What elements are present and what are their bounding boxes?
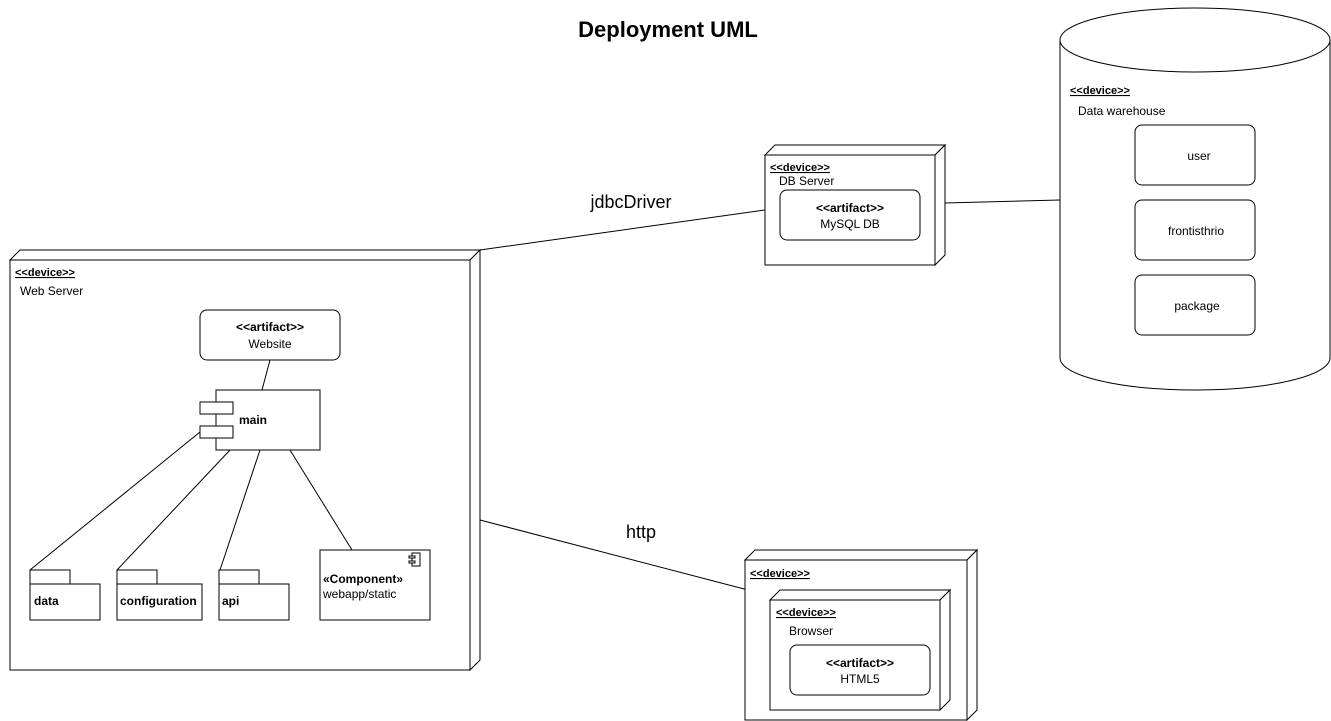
mysql-artifact[interactable]: <<artifact>> MySQL DB	[779, 189, 921, 241]
db-server-name: DB Server	[779, 174, 834, 188]
html5-stereotype: <<artifact>>	[826, 656, 894, 670]
main-component[interactable]: main	[199, 389, 321, 451]
web-server-name: Web Server	[20, 284, 83, 298]
warehouse-item-label: package	[1174, 299, 1220, 313]
website-artifact[interactable]: <<artifact>> Website	[199, 309, 341, 361]
webapp-static-component[interactable]: «Component» webapp/static	[319, 549, 431, 621]
data-warehouse-node[interactable]: <<device>> Data warehouse user frontisth…	[1059, 7, 1331, 391]
data-warehouse-name: Data warehouse	[1078, 104, 1166, 118]
client-device-node[interactable]: <<device>> <<device>> Browser <<artifact…	[743, 548, 979, 721]
main-component-label: main	[239, 413, 267, 427]
db-server-node[interactable]: <<device>> DB Server <<artifact>> MySQL …	[763, 143, 947, 267]
package-configuration-label: configuration	[120, 594, 197, 608]
browser-name: Browser	[789, 624, 833, 638]
web-server-node[interactable]: <<device>> Web Server <<artifact>> Websi…	[8, 248, 482, 672]
website-name: Website	[248, 337, 291, 351]
diagram-title: Deployment UML	[578, 17, 758, 42]
warehouse-item-label: frontisthrio	[1168, 224, 1224, 238]
package-configuration[interactable]: configuration	[116, 569, 203, 621]
main-configuration-connector	[116, 449, 231, 571]
client-device-stereotype: <<device>>	[750, 568, 810, 580]
package-api[interactable]: api	[218, 569, 290, 621]
main-webapp-connector	[289, 449, 353, 551]
data-warehouse-stereotype: <<device>>	[1070, 85, 1130, 97]
mysql-stereotype: <<artifact>>	[816, 201, 884, 215]
warehouse-item-user[interactable]: user	[1134, 124, 1256, 186]
package-data-label: data	[34, 594, 59, 608]
component-port-icon	[199, 425, 234, 439]
warehouse-item-label: user	[1187, 149, 1210, 163]
browser-node[interactable]: <<device>> Browser <<artifact>> HTML5	[768, 588, 952, 712]
http-connector	[479, 519, 749, 591]
component-port-icon	[199, 401, 234, 415]
html5-artifact[interactable]: <<artifact>> HTML5	[789, 644, 931, 696]
package-api-label: api	[222, 594, 239, 608]
web-server-stereotype: <<device>>	[15, 267, 75, 279]
jdbc-connector	[479, 209, 766, 251]
website-main-connector	[261, 359, 271, 391]
warehouse-item-frontisthrio[interactable]: frontisthrio	[1134, 199, 1256, 261]
package-data[interactable]: data	[29, 569, 101, 621]
mysql-name: MySQL DB	[820, 217, 880, 231]
db-warehouse-connector	[944, 199, 1061, 204]
webapp-name: webapp/static	[322, 587, 396, 601]
main-api-connector	[219, 449, 261, 571]
db-server-stereotype: <<device>>	[770, 162, 830, 174]
webapp-stereotype: «Component»	[323, 572, 403, 586]
website-stereotype: <<artifact>>	[236, 320, 304, 334]
browser-stereotype: <<device>>	[776, 607, 836, 619]
main-data-connector	[29, 431, 201, 571]
http-label: http	[626, 522, 656, 542]
warehouse-item-package[interactable]: package	[1134, 274, 1256, 336]
html5-name: HTML5	[840, 672, 880, 686]
jdbc-label: jdbcDriver	[589, 192, 671, 212]
component-icon	[411, 552, 421, 567]
